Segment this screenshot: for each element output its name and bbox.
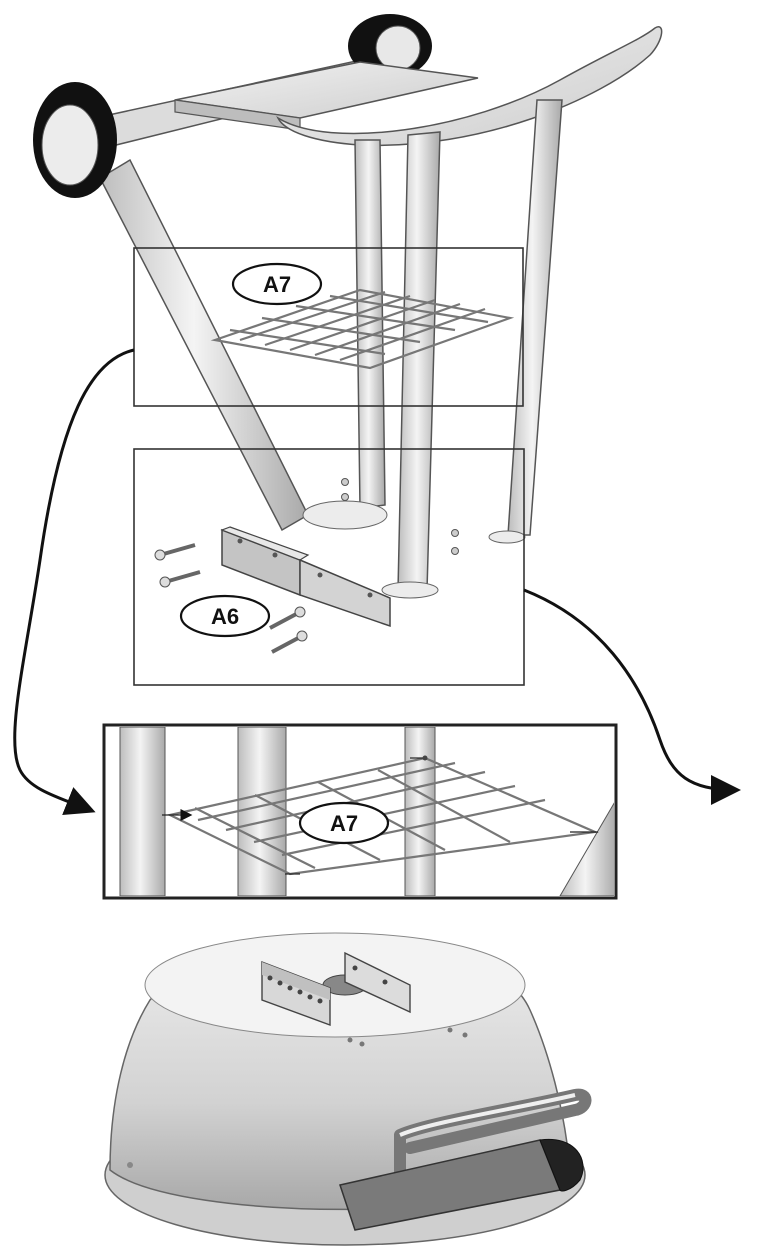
callout-a7-detail: A7	[298, 801, 390, 845]
arrow-to-next-step	[523, 588, 741, 805]
grate-detail-panel: A7	[102, 723, 618, 900]
callout-a6-label: A6	[211, 604, 239, 629]
wheel-left	[33, 82, 117, 198]
wheel-right	[348, 14, 432, 78]
callout-a7-top: A7	[231, 262, 323, 306]
callout-a7-detail-label: A7	[330, 811, 358, 836]
detail-frame-hardware	[133, 448, 525, 686]
grate-a7-top	[210, 288, 515, 370]
leg-diagonal	[99, 158, 309, 532]
bolts	[154, 478, 459, 654]
bowl-brackets	[261, 951, 411, 1027]
leg-back-center	[354, 139, 386, 509]
leg-right	[507, 99, 563, 536]
grill-bowl	[104, 932, 592, 1246]
detail-frame-grate	[133, 247, 524, 407]
leg-front-center	[397, 131, 441, 591]
mounting-brackets	[220, 526, 391, 628]
detail-frame-grate-install	[102, 723, 618, 900]
cart-frame	[33, 14, 663, 599]
callout-a6: A6	[179, 594, 271, 638]
arrow-to-detail	[13, 348, 135, 816]
callout-a7-top-label: A7	[263, 272, 291, 297]
